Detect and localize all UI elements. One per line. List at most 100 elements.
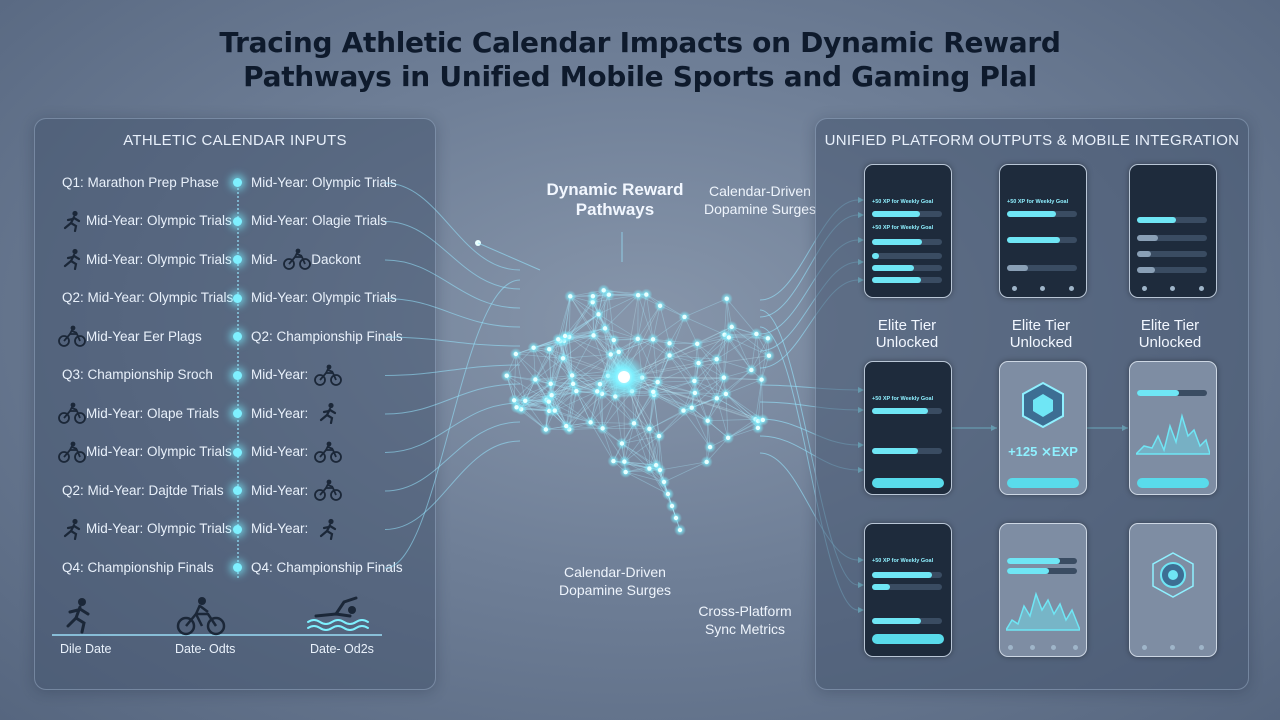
tier-label-2: Elite Tier Unlocked	[1009, 317, 1073, 351]
runner-icon	[58, 518, 86, 540]
neural-link	[554, 410, 591, 423]
claim-button[interactable]	[872, 478, 944, 488]
neural-link	[667, 493, 681, 531]
neuron-node	[647, 426, 652, 432]
timeline-node	[233, 255, 242, 264]
phone-screen-metrics[interactable]	[999, 523, 1087, 657]
neural-link	[550, 340, 561, 384]
sync-button[interactable]	[872, 634, 944, 644]
neural-link	[657, 362, 699, 383]
phone-screen-goals[interactable]: +50 XP for Weekly Goal +50 XP for Weekly…	[864, 164, 952, 298]
calendar-event-label: Q3: Championship Sroch	[62, 367, 213, 382]
brain-label: Dynamic Reward Pathways	[546, 180, 684, 219]
neural-link	[633, 423, 650, 469]
neuron-node	[677, 527, 683, 533]
neural-link	[550, 340, 565, 384]
neural-link	[564, 296, 571, 337]
neuron-node	[548, 381, 553, 387]
neuron-node	[543, 427, 549, 432]
neuron-node	[631, 421, 637, 426]
neuron-node	[657, 303, 663, 308]
phone-screen-dashboard[interactable]	[1129, 164, 1217, 298]
footer-date-2: Date- Odts	[175, 642, 236, 656]
neural-link	[562, 354, 611, 359]
neural-link	[569, 336, 611, 355]
neuron-node	[513, 351, 519, 357]
calendar-event-label: Q2: Mid-Year: Olympic Trials	[62, 290, 234, 305]
input-connection-line	[384, 221, 521, 290]
cyclist-icon	[58, 441, 86, 463]
neuron-node	[623, 469, 628, 475]
title-line-1: Tracing Athletic Calendar Impacts on Dyn…	[219, 26, 1061, 59]
neural-link	[657, 381, 684, 411]
phone-screen-goals-2[interactable]: +50 XP for Weekly Goal	[864, 523, 952, 657]
calendar-event-label: Mid-Year:	[251, 482, 309, 498]
timeline-node	[233, 409, 242, 418]
neuron-node	[760, 417, 766, 423]
phone-screen-reward[interactable]: +125 ⨯EXP	[999, 361, 1087, 495]
neuron-node	[595, 389, 600, 394]
input-connection-line	[384, 364, 521, 376]
neural-link	[659, 305, 670, 344]
neuron-node	[695, 341, 700, 347]
calendar-row-right: Mid-Year:	[251, 518, 342, 540]
collect-button[interactable]	[1007, 478, 1079, 488]
neural-link	[637, 338, 659, 383]
calendar-row-right: Mid-Year:	[251, 441, 343, 463]
phone-screen-achievements[interactable]: +50 XP for Weekly Goal	[999, 164, 1087, 298]
neuron-node	[759, 377, 764, 382]
calendar-row-left: Mid-Year: Olape Trials	[58, 402, 219, 424]
neural-link	[716, 333, 757, 360]
goal-text: +50 XP for Weekly Goal	[872, 396, 934, 402]
runner-icon	[58, 596, 98, 639]
neural-link	[669, 355, 717, 360]
neuron-node	[656, 433, 662, 439]
neural-link	[653, 394, 660, 437]
neural-link	[506, 375, 547, 401]
neural-link	[728, 337, 770, 357]
phone-screen-analytics[interactable]	[1129, 361, 1217, 495]
swimmer-icon	[306, 596, 376, 639]
neural-link	[725, 393, 756, 420]
cyclist-icon	[283, 248, 312, 270]
neural-link	[716, 358, 752, 371]
calendar-row-left: Mid-Year Eer Plags	[58, 325, 202, 347]
runner-icon	[58, 248, 86, 271]
athletic-calendar-header: ATHLETIC CALENDAR INPUTS	[123, 132, 347, 149]
footer-date-1: Dile Date	[60, 642, 112, 656]
activity-chart	[1136, 413, 1210, 455]
neuron-node	[692, 378, 697, 384]
neuron-node	[608, 352, 613, 357]
neuron-node	[765, 336, 771, 341]
neural-link	[515, 353, 564, 359]
neural-link	[691, 407, 711, 448]
neuron-node	[651, 389, 656, 395]
neural-link	[571, 354, 611, 376]
neuron-node	[714, 396, 720, 401]
neural-link	[623, 423, 635, 462]
calendar-event-label: Mid-Year:	[251, 444, 309, 459]
neural-link	[653, 380, 695, 393]
phone-screen-progress[interactable]: +50 XP for Weekly Goal	[864, 361, 952, 495]
details-button[interactable]	[1137, 478, 1209, 488]
neuron-node	[591, 333, 596, 338]
neural-link	[565, 390, 577, 427]
neuron-node	[570, 381, 576, 387]
neuron-node	[616, 349, 621, 355]
neuron-node	[611, 337, 616, 343]
neural-link	[515, 353, 551, 385]
cyclist-icon	[314, 364, 343, 386]
timeline-node	[233, 332, 242, 341]
dopamine-surges-bottom: Calendar-Driven Dopamine Surges	[558, 564, 672, 598]
timeline-node	[233, 216, 242, 226]
phone-screen-radar[interactable]	[1129, 523, 1217, 657]
timeline-node	[233, 370, 242, 380]
neural-link	[562, 358, 598, 392]
hub-link	[623, 376, 759, 422]
neural-link	[716, 398, 729, 438]
timeline-node	[233, 524, 242, 534]
neural-link	[506, 375, 551, 385]
neural-link	[755, 333, 762, 380]
neuron-node	[647, 466, 652, 471]
neural-link	[669, 316, 685, 356]
